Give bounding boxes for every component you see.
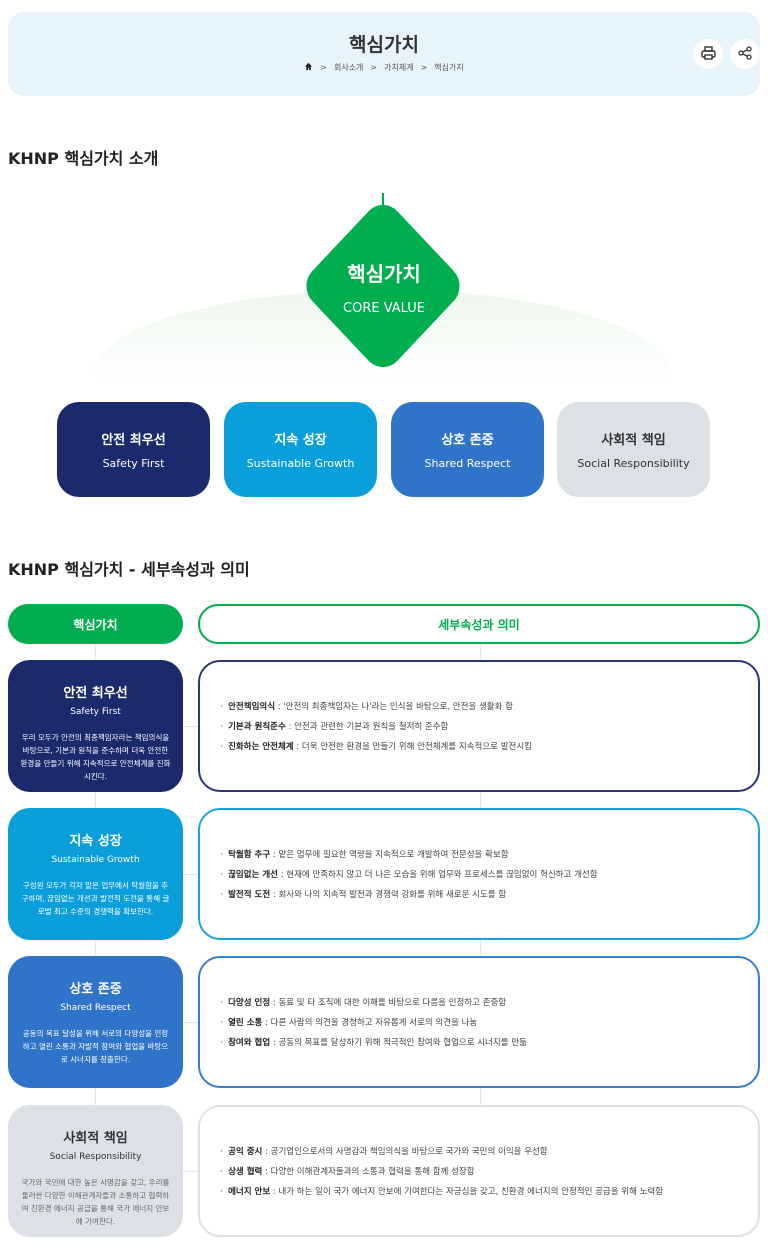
attribute-name: 진화하는 안전체계 xyxy=(228,742,294,752)
attribute-item: · 안전책임의식 : '안전의 최종책임자는 나'라는 인식을 바탕으로, 안전… xyxy=(220,702,513,712)
core-value-title: 핵심가치 xyxy=(347,262,421,286)
value-detail-card: 지속 성장 Sustainable Growth 구성원 모두가 각자 맡은 업… xyxy=(8,808,183,940)
attributes-card: · 탁월함 추구 : 맡은 업무에 필요한 역량을 지속적으로 개발하여 전문성… xyxy=(198,808,760,940)
attribute-desc: 다양한 이해관계자들과의 소통과 협력을 통해 함께 성장함 xyxy=(270,1167,475,1177)
page-title: 핵심가치 xyxy=(349,34,419,56)
print-icon xyxy=(700,45,716,64)
attribute-desc: 회사와 나의 지속적 발전과 경쟁력 강화를 위해 새로운 시도를 함 xyxy=(278,890,507,900)
attribute-desc: '안전의 최종책임자는 나'라는 인식을 바탕으로, 안전을 생활화 함 xyxy=(283,702,513,712)
connector-line xyxy=(382,193,384,217)
value-description: 우리 모두가 안전의 최종책임자라는 책임의식을 바탕으로, 기본과 원칙을 준… xyxy=(20,733,171,781)
attribute-item: · 참여와 협업 : 공동의 목표를 달성하기 위해 적극적인 참여와 협업으로… xyxy=(220,1038,527,1048)
value-subtitle: Safety First xyxy=(70,707,121,717)
value-subtitle: Safety First xyxy=(102,457,165,470)
value-title: 사회적 책임 xyxy=(63,1131,128,1146)
value-description: 국가와 국민에 대한 높은 사명감을 갖고, 우리를 둘러싼 다양한 이해관계자… xyxy=(21,1178,170,1226)
value-detail-card: 사회적 책임 Social Responsibility 국가와 국민에 대한 … xyxy=(8,1105,183,1237)
attribute-item: · 탁월함 추구 : 맡은 업무에 필요한 역량을 지속적으로 개발하여 전문성… xyxy=(220,850,509,860)
section-title-intro: KHNP 핵심가치 소개 xyxy=(8,149,159,168)
value-card: 상호 존중 Shared Respect xyxy=(391,402,544,497)
connector-line xyxy=(183,726,198,727)
value-subtitle: Shared Respect xyxy=(424,457,511,470)
breadcrumb-sep: > xyxy=(320,63,327,72)
share-button[interactable] xyxy=(730,39,760,69)
value-subtitle: Social Responsibility xyxy=(577,457,690,470)
attribute-item: · 기본과 원칙준수 : 안전과 관련한 기본과 원칙을 철저히 준수함 xyxy=(220,722,449,732)
share-icon xyxy=(738,45,752,64)
attribute-item: · 진화하는 안전체계 : 더욱 안전한 환경을 만들기 위해 안전체계를 지속… xyxy=(220,742,532,752)
attribute-name: 다양성 인정 xyxy=(228,998,271,1008)
home-icon[interactable] xyxy=(304,62,313,73)
attribute-item: · 에너지 안보 : 내가 하는 일이 국가 에너지 안보에 기여한다는 자긍심… xyxy=(220,1187,664,1197)
breadcrumb: > 회사소개 > 가치체계 > 핵심가치 xyxy=(0,62,768,73)
attribute-name: 탁월함 추구 xyxy=(228,850,271,860)
value-subtitle: Shared Respect xyxy=(60,1003,131,1013)
value-title: 지속 성장 xyxy=(274,433,327,448)
attribute-name: 안전책임의식 xyxy=(228,702,276,712)
attribute-item: · 다양성 인정 : 동료 및 타 조직에 대한 이해를 바탕으로 다름을 인정… xyxy=(220,998,507,1008)
attribute-name: 발전적 도전 xyxy=(228,890,271,900)
attribute-item: · 끊임없는 개선 : 현재에 만족하지 않고 더 나은 모습을 위해 업무와 … xyxy=(220,870,598,880)
column-header-attributes: 세부속성과 의미 xyxy=(198,604,760,644)
value-title: 지속 성장 xyxy=(69,834,122,849)
breadcrumb-sep: > xyxy=(420,63,428,72)
value-card: 지속 성장 Sustainable Growth xyxy=(224,402,377,497)
connector-line xyxy=(183,874,198,875)
value-card: 안전 최우선 Safety First xyxy=(57,402,210,497)
value-description: 공동의 목표 달성을 위해 서로의 다양성을 인정하고 열린 소통과 자발적 참… xyxy=(22,1029,169,1064)
breadcrumb-item[interactable]: 가치체계 xyxy=(384,63,414,72)
breadcrumb-item[interactable]: 회사소개 xyxy=(333,63,364,72)
value-description: 구성원 모두가 각자 맡은 업무에서 탁월함을 추구하며, 끊임없는 개선과 발… xyxy=(21,881,170,916)
attribute-desc: 현재에 만족하지 않고 더 나은 모습을 위해 업무와 프로세스를 끊임없이 혁… xyxy=(286,870,598,880)
value-title: 상호 존중 xyxy=(69,982,122,997)
value-subtitle: Sustainable Growth xyxy=(246,457,355,470)
value-detail-card: 안전 최우선 Safety First 우리 모두가 안전의 최종책임자라는 책… xyxy=(8,660,183,792)
attribute-name: 열린 소통 xyxy=(228,1018,263,1028)
attribute-name: 끊임없는 개선 xyxy=(228,870,278,880)
breadcrumb-sep: > xyxy=(370,63,378,72)
value-subtitle: Social Responsibility xyxy=(49,1152,142,1162)
attribute-desc: 공동의 목표를 달성하기 위해 적극적인 참여와 협업으로 시너지를 만듦 xyxy=(278,1038,527,1048)
attribute-desc: 내가 하는 일이 국가 에너지 안보에 기여한다는 자긍심을 갖고, 친환경 에… xyxy=(278,1187,664,1197)
value-subtitle: Sustainable Growth xyxy=(51,855,140,865)
attribute-desc: 맡은 업무에 필요한 역량을 지속적으로 개발하여 전문성을 확보함 xyxy=(278,850,509,860)
attribute-name: 기본과 원칙준수 xyxy=(228,722,286,732)
attribute-name: 에너지 안보 xyxy=(228,1187,271,1197)
section-title-detail: KHNP 핵심가치 - 세부속성과 의미 xyxy=(8,560,250,579)
core-value-subtitle: CORE VALUE xyxy=(343,301,425,316)
value-detail-card: 상호 존중 Shared Respect 공동의 목표 달성을 위해 서로의 다… xyxy=(8,956,183,1088)
value-title: 안전 최우선 xyxy=(63,686,128,701)
attributes-card: · 공익 중시 : 공기업인으로서의 사명감과 책임의식을 바탕으로 국가와 국… xyxy=(198,1105,760,1237)
attribute-item: · 공익 중시 : 공기업인으로서의 사명감과 책임의식을 바탕으로 국가와 국… xyxy=(220,1147,548,1157)
column-header-core-value: 핵심가치 xyxy=(8,604,183,644)
value-title: 상호 존중 xyxy=(441,433,494,448)
attribute-name: 공익 중시 xyxy=(228,1147,263,1157)
attribute-name: 상생 협력 xyxy=(228,1167,263,1177)
connector-line xyxy=(183,1171,198,1172)
attribute-desc: 동료 및 타 조직에 대한 이해를 바탕으로 다름을 인정하고 존중함 xyxy=(278,998,507,1008)
attribute-desc: 공기업인으로서의 사명감과 책임의식을 바탕으로 국가와 국민의 이익을 우선함 xyxy=(270,1147,548,1157)
attribute-item: · 열린 소통 : 다른 사람의 의견을 경청하고 자유롭게 서로의 의견을 나… xyxy=(220,1018,478,1028)
attributes-card: · 다양성 인정 : 동료 및 타 조직에 대한 이해를 바탕으로 다름을 인정… xyxy=(198,956,760,1088)
value-title: 사회적 책임 xyxy=(601,433,666,448)
attribute-name: 참여와 협업 xyxy=(228,1038,271,1048)
attribute-item: · 상생 협력 : 다양한 이해관계자들과의 소통과 협력을 통해 함께 성장함 xyxy=(220,1167,475,1177)
attribute-desc: 더욱 안전한 환경을 만들기 위해 안전체계를 지속적으로 발전시킴 xyxy=(301,742,532,752)
attribute-desc: 안전과 관련한 기본과 원칙을 철저히 준수함 xyxy=(294,722,449,732)
print-button[interactable] xyxy=(693,39,723,69)
attribute-desc: 다른 사람의 의견을 경청하고 자유롭게 서로의 의견을 나눔 xyxy=(270,1018,478,1028)
breadcrumb-item[interactable]: 핵심가치 xyxy=(434,63,464,72)
value-card: 사회적 책임 Social Responsibility xyxy=(557,402,710,497)
value-title: 안전 최우선 xyxy=(101,433,166,448)
attribute-item: · 발전적 도전 : 회사와 나의 지속적 발전과 경쟁력 강화를 위해 새로운… xyxy=(220,890,507,900)
connector-line xyxy=(183,1022,198,1023)
page-header xyxy=(8,12,760,96)
attributes-card: · 안전책임의식 : '안전의 최종책임자는 나'라는 인식을 바탕으로, 안전… xyxy=(198,660,760,792)
